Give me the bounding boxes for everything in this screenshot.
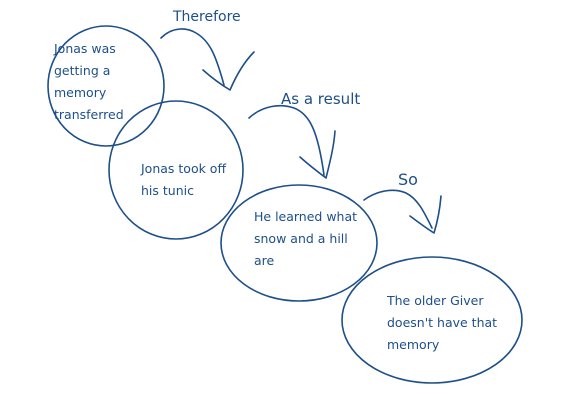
connector-arrow-2 — [248, 104, 325, 176]
connector-label-3: So — [398, 170, 418, 189]
event-text-4: The older Giver doesn't have that memory — [387, 293, 498, 352]
event-bubble-4 — [341, 256, 523, 384]
connector-label-1: Therefore — [173, 9, 241, 25]
connector-arrowhead-3 — [409, 195, 442, 234]
connector-arrowhead-2 — [299, 130, 336, 179]
connector-arrow-3 — [363, 189, 433, 229]
connector-arrow-1 — [160, 28, 225, 86]
event-text-2: Jonas took off his tunic — [141, 161, 227, 198]
event-bubble-3 — [220, 184, 378, 302]
connector-arrowhead-1 — [202, 51, 255, 91]
event-text-1: Jonas was getting a memory transferred — [54, 41, 124, 122]
connector-label-2: As a result — [281, 90, 361, 108]
event-bubble-1 — [47, 25, 165, 147]
event-bubble-2 — [108, 100, 244, 240]
event-text-3: He learned what snow and a hill are — [254, 209, 358, 268]
